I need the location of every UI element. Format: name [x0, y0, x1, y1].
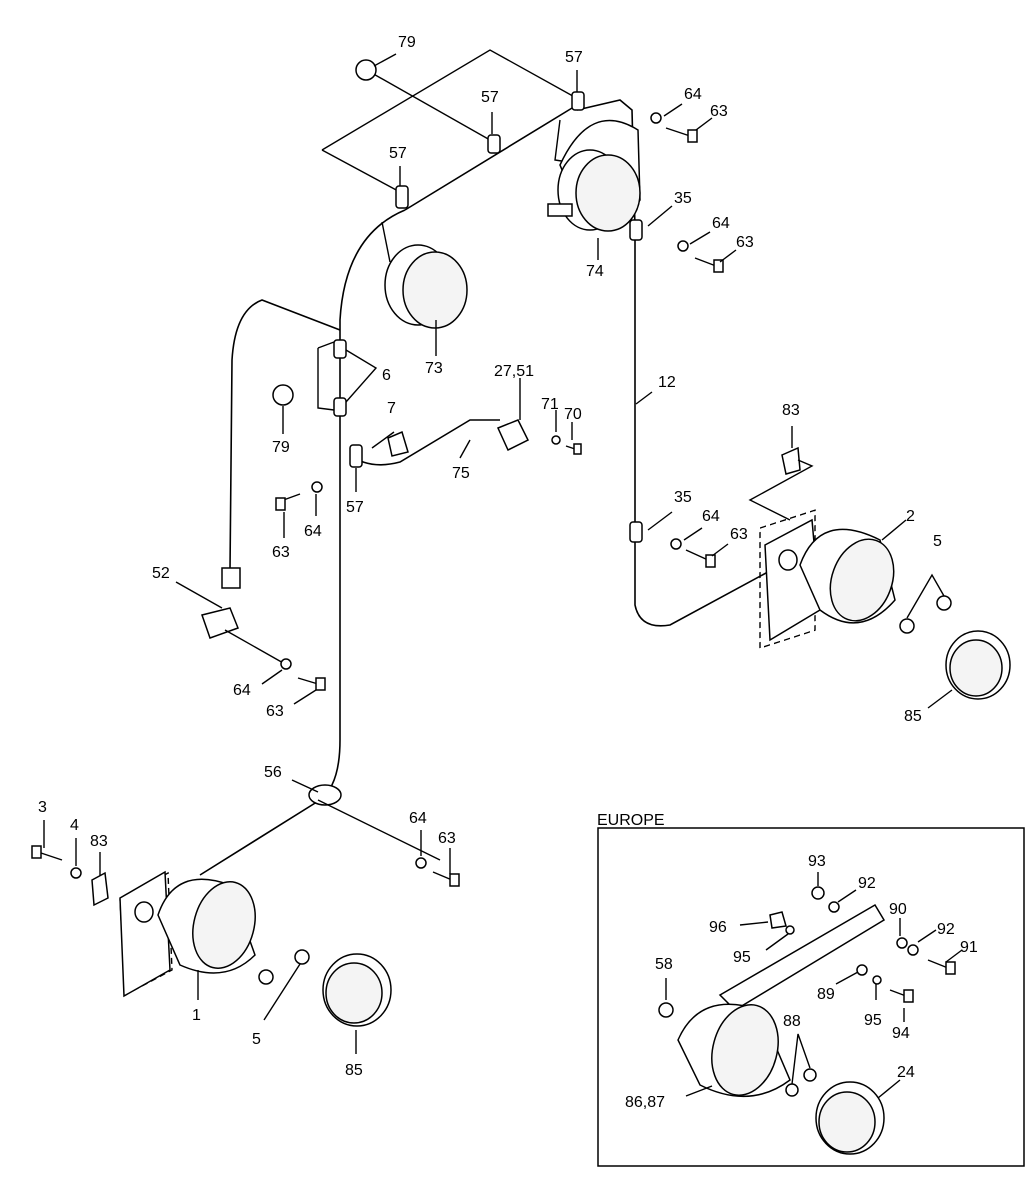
callout-35-b: 35: [674, 489, 692, 506]
work-lamp-74: [547, 119, 641, 232]
callout-63-c: 63: [272, 544, 290, 561]
callout-64-c: 64: [304, 523, 322, 540]
callout-64-a: 64: [684, 86, 702, 103]
callout-57-b: 57: [481, 89, 499, 106]
callout-7: 7: [387, 400, 396, 417]
lens-cap-85-left: [322, 953, 392, 1027]
callout-5-left: 5: [252, 1031, 261, 1048]
callout-63-b: 63: [736, 234, 754, 251]
callout-63-e: 63: [266, 703, 284, 720]
callout-90: 90: [889, 901, 907, 918]
callout-89: 89: [817, 986, 835, 1003]
wiring-harness: [199, 99, 791, 876]
callout-73: 73: [425, 360, 443, 377]
callout-79-mid: 79: [272, 439, 290, 456]
callout-74: 74: [586, 263, 604, 280]
callout-57-a: 57: [565, 49, 583, 66]
callout-6: 6: [382, 367, 391, 384]
callout-12: 12: [658, 374, 676, 391]
callout-24: 24: [897, 1064, 915, 1081]
mounting-bracket-lines: [321, 49, 581, 193]
callout-96: 96: [709, 919, 727, 936]
europe-inset: [597, 827, 1025, 1167]
callout-85-left: 85: [345, 1062, 363, 1079]
callout-27-51: 27,51: [494, 363, 534, 380]
callout-71: 71: [541, 396, 559, 413]
callout-63-f: 63: [438, 830, 456, 847]
callout-75: 75: [452, 465, 470, 482]
callout-83-left: 83: [90, 833, 108, 850]
callout-3: 3: [38, 799, 47, 816]
lamp-1-left: [119, 870, 256, 998]
section-label-europe: EUROPE: [597, 812, 665, 829]
callout-91: 91: [960, 939, 978, 956]
callout-79-top: 79: [398, 34, 416, 51]
callout-64-d: 64: [702, 508, 720, 525]
lens-cap-85-right: [945, 630, 1011, 700]
callout-94: 94: [892, 1025, 910, 1042]
callout-85-right: 85: [904, 708, 922, 725]
callout-95-b: 95: [864, 1012, 882, 1029]
work-lamp-73: [384, 244, 468, 329]
leader-lines: [43, 53, 963, 1099]
callout-92-a: 92: [858, 875, 876, 892]
callout-95-a: 95: [733, 949, 751, 966]
callout-5-right: 5: [933, 533, 942, 550]
callout-2: 2: [906, 508, 915, 525]
hardware: [31, 59, 952, 985]
callout-4: 4: [70, 817, 79, 834]
callout-35-a: 35: [674, 190, 692, 207]
callout-86-87: 86,87: [625, 1094, 665, 1111]
callout-1: 1: [192, 1007, 201, 1024]
callout-52: 52: [152, 565, 170, 582]
callout-93: 93: [808, 853, 826, 870]
callout-57-c: 57: [389, 145, 407, 162]
callout-56: 56: [264, 764, 282, 781]
callout-64-b: 64: [712, 215, 730, 232]
callout-63-d: 63: [730, 526, 748, 543]
callout-92-b: 92: [937, 921, 955, 938]
callout-63-a: 63: [710, 103, 728, 120]
callout-88: 88: [783, 1013, 801, 1030]
callout-64-e: 64: [233, 682, 251, 699]
callout-57-d: 57: [346, 499, 364, 516]
callout-labels: 79 57 57 64 63 57 35 64 63 74 73 6 79 7 …: [38, 34, 978, 1111]
lamp-2-right: [759, 509, 896, 649]
callout-64-f: 64: [409, 810, 427, 827]
callout-83-right: 83: [782, 402, 800, 419]
callout-70: 70: [564, 406, 582, 423]
callout-58: 58: [655, 956, 673, 973]
